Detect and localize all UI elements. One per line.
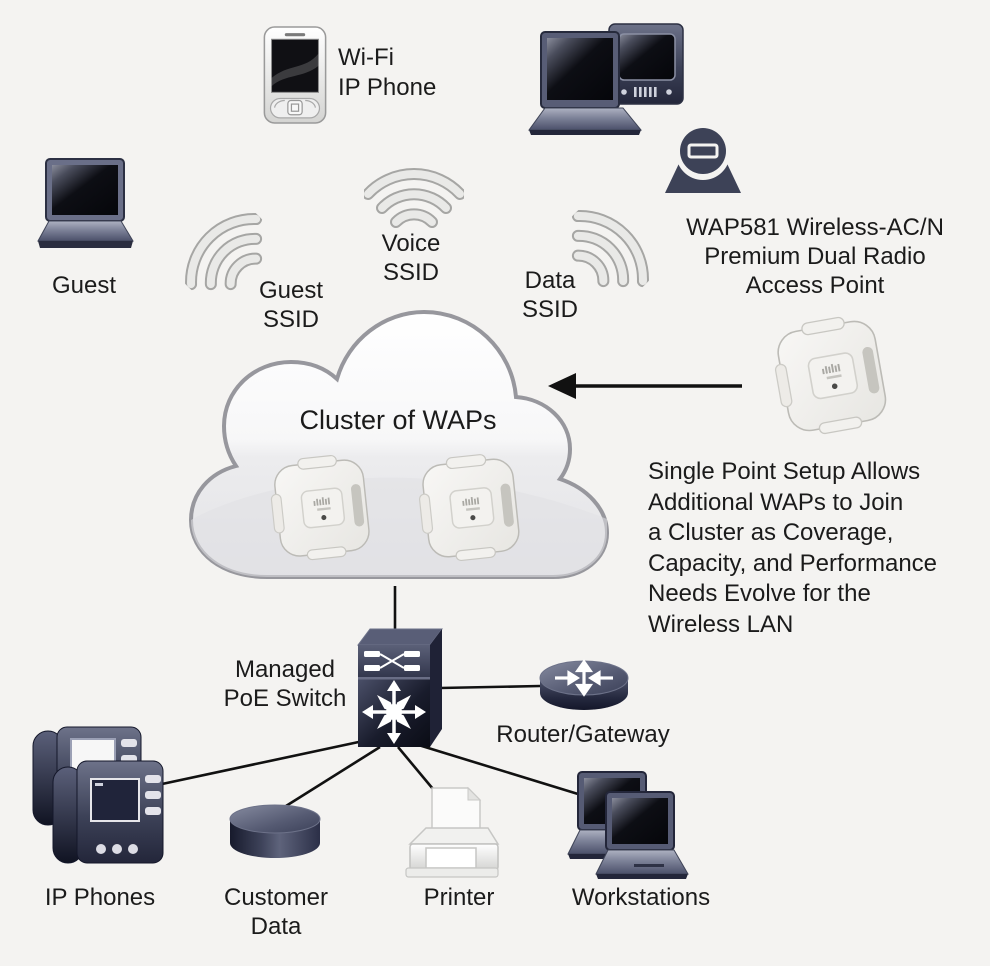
wap-device-icon — [412, 449, 530, 569]
label-printer: Printer — [423, 884, 495, 911]
label-guest-ssid: Guest SSID — [258, 277, 324, 333]
link-switch-ipphones — [147, 738, 369, 789]
label-managed-poe-switch: Managed PoE Switch — [223, 656, 347, 712]
label-workstations: Workstations — [571, 884, 711, 911]
smartphone-icon — [262, 25, 328, 125]
label-ip-phones: IP Phones — [44, 884, 156, 911]
database-icon — [226, 802, 324, 862]
label-access-point: WAP581 Wireless-AC/N Premium Dual Radio … — [686, 214, 944, 299]
label-wifi-ip-phone: Wi-Fi IP Phone — [338, 44, 437, 101]
router-icon — [536, 651, 632, 715]
workstation-icon — [527, 22, 685, 136]
link-switch-printer — [397, 746, 434, 790]
link-switch-workstations — [411, 741, 579, 796]
label-customer-data: Customer Data — [223, 884, 329, 940]
voice-ssid-wifi-signal-icon — [364, 160, 464, 232]
wap-device-icon — [758, 308, 907, 445]
ip-phone-icon — [27, 725, 165, 867]
arrow-icon — [548, 373, 576, 399]
label-data-ssid: Data SSID — [521, 267, 578, 323]
link-switch-customerdata — [285, 745, 381, 808]
link-switch-router — [439, 684, 541, 690]
access-point-dome-icon — [661, 121, 745, 195]
label-voice-ssid: Voice SSID — [381, 230, 441, 286]
guest-laptop-icon — [36, 157, 136, 254]
label-guest: Guest — [51, 272, 117, 299]
cloud-icon — [155, 303, 617, 595]
printer-icon — [404, 786, 504, 882]
wap-device-icon — [264, 449, 380, 569]
annotation-single-point-setup: Single Point Setup Allows Additional WAP… — [648, 458, 938, 638]
label-router-gateway: Router/Gateway — [496, 721, 670, 748]
label-cluster-of-waps: Cluster of WAPs — [299, 405, 497, 435]
workstations-icon — [566, 770, 690, 880]
